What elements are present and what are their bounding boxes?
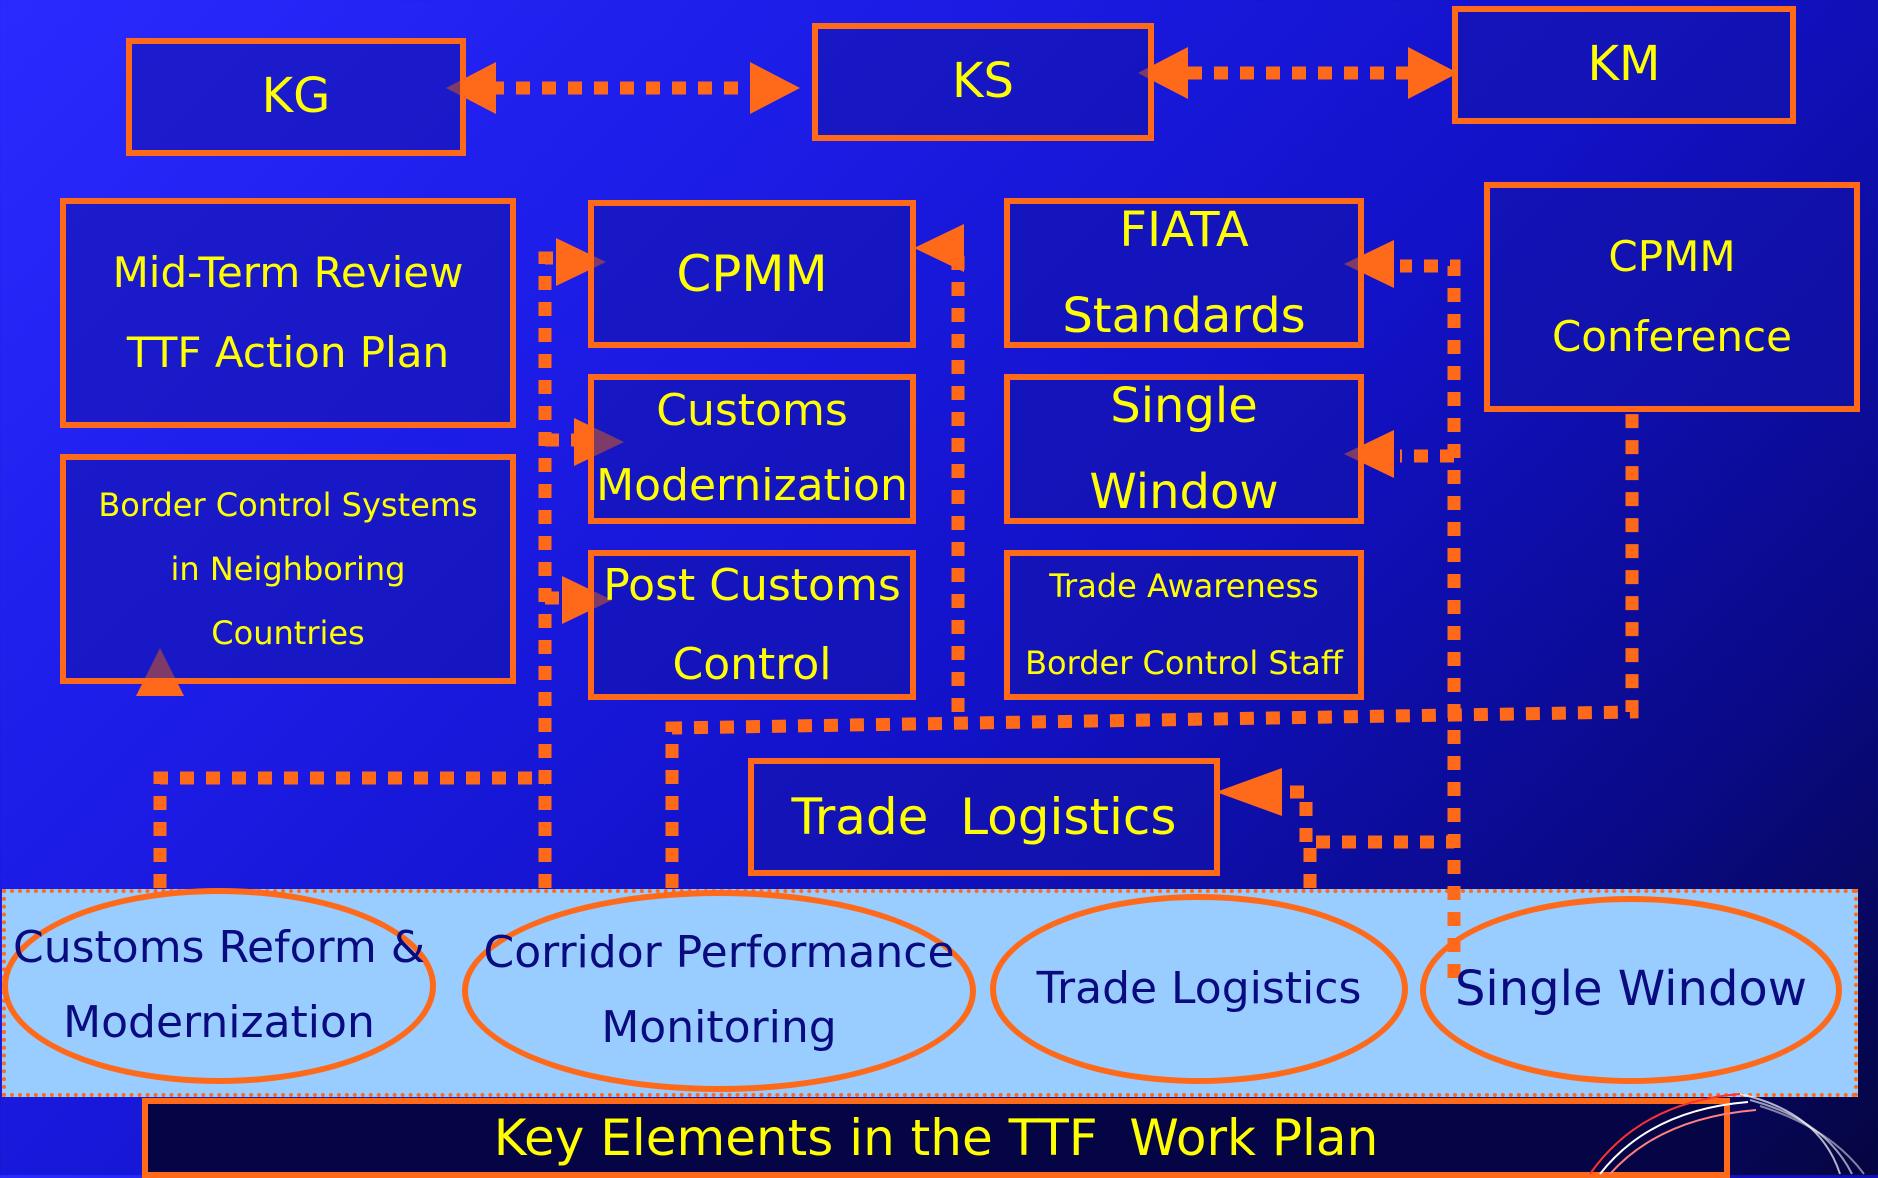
oval-trade-logistics: Trade Logistics: [990, 894, 1408, 1084]
arrowhead-km: [1408, 47, 1458, 99]
single-window-box: Single Window: [1004, 374, 1364, 524]
single-window-line-1: Single: [1110, 377, 1258, 434]
corridor-feeder: [538, 251, 575, 888]
corridor-performance-line-1: Corridor Performance: [483, 927, 955, 979]
customs-modernization-box: Customs Modernization: [588, 374, 916, 524]
border-control-line-2: in Neighboring: [170, 550, 406, 588]
single-window-oval-label: Single Window: [1454, 961, 1808, 1018]
arrowhead-ks-left: [750, 62, 800, 114]
customs-reform-to-border-control: [153, 771, 545, 888]
trade-logistics-box-label: Trade Logistics: [791, 787, 1177, 846]
mid-term-review-line-2: TTF Action Plan: [126, 328, 450, 377]
km-box: KM: [1452, 6, 1796, 124]
post-customs-control-box: Post Customs Control: [588, 550, 916, 700]
trade-logistics-box: Trade Logistics: [748, 758, 1220, 876]
ks-label: KS: [952, 53, 1014, 110]
fiata-line-1: FIATA: [1119, 201, 1249, 258]
customs-modernization-line-1: Customs: [656, 385, 848, 437]
trade-logistics-box-feeder: [1270, 785, 1313, 842]
ks-box: KS: [812, 23, 1154, 141]
border-control-line-1: Border Control Systems: [98, 486, 478, 524]
trade-logistics-feeder: [1303, 835, 1454, 888]
trade-logistics-oval-label: Trade Logistics: [1036, 962, 1362, 1014]
cpmm-conference-line-1: CPMM: [1608, 232, 1736, 282]
cpmm-label: CPMM: [676, 244, 828, 303]
customs-reform-line-2: Modernization: [63, 997, 375, 1048]
customs-modernization-line-2: Modernization: [596, 460, 908, 511]
oval-customs-reform: Customs Reform & Modernization: [2, 888, 436, 1084]
footer-title: Key Elements in the TTF Work Plan: [493, 1109, 1379, 1167]
trade-awareness-line-2: Border Control Staff: [1025, 644, 1343, 682]
cpmm-conference-line-2: Conference: [1551, 312, 1792, 361]
single-window-line-2: Window: [1089, 464, 1279, 520]
post-customs-control-line-1: Post Customs: [603, 559, 901, 611]
border-control-box: Border Control Systems in Neighboring Co…: [60, 454, 516, 684]
fiata-standards-box: FIATA Standards: [1004, 198, 1364, 348]
footer-title-box: Key Elements in the TTF Work Plan: [142, 1098, 1730, 1178]
cpmm-box: CPMM: [588, 200, 916, 348]
trade-awareness-line-1: Trade Awareness: [1049, 567, 1319, 606]
arrowhead-trade-logistics: [1216, 768, 1282, 816]
kg-box: KG: [126, 38, 466, 156]
arrowhead-cpmm-right: [914, 224, 964, 272]
fiata-line-2: Standards: [1062, 288, 1306, 344]
logo-swoosh-icon: [1589, 1093, 1865, 1175]
post-customs-control-line-2: Control: [672, 639, 832, 690]
single-window-feeder: [1400, 259, 1461, 978]
mid-term-review-box: Mid-Term Review TTF Action Plan: [60, 198, 516, 428]
border-control-line-3: Countries: [211, 614, 365, 652]
km-label: KM: [1587, 36, 1661, 93]
mid-term-review-line-1: Mid-Term Review: [112, 248, 464, 298]
cpmm-feeder: [945, 245, 965, 712]
trade-awareness-box: Trade Awareness Border Control Staff: [1004, 550, 1364, 700]
customs-reform-line-1: Customs Reform &: [12, 922, 426, 974]
kg-label: KG: [261, 68, 331, 125]
oval-single-window: Single Window: [1420, 896, 1842, 1084]
cpmm-conference-box: CPMM Conference: [1484, 182, 1860, 412]
corridor-performance-line-2: Monitoring: [601, 1002, 837, 1053]
oval-corridor-performance: Corridor Performance Monitoring: [462, 890, 976, 1092]
